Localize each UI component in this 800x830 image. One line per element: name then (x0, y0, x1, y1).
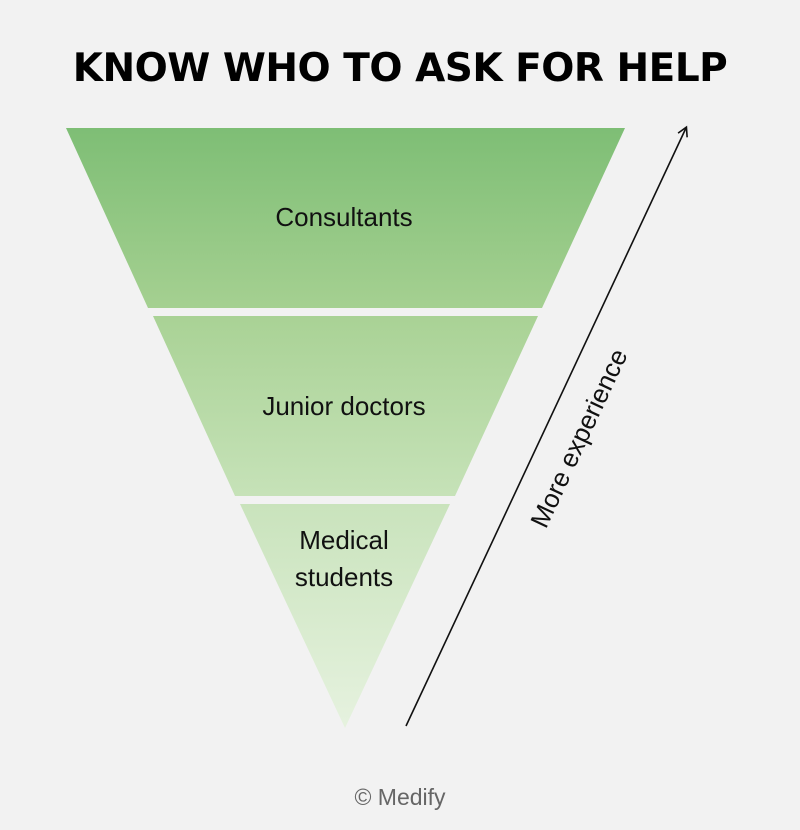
experience-arrow (405, 125, 688, 727)
level-label-medical-students-line2: students (295, 562, 393, 592)
level-label-junior-doctors: Junior doctors (262, 391, 425, 421)
level-consultants (66, 128, 625, 308)
level-label-medical-students-line1: Medical (299, 525, 389, 555)
level-label-consultants: Consultants (275, 202, 412, 232)
copyright-credit: © Medify (354, 784, 446, 810)
level-medical-students (240, 504, 450, 728)
level-junior-doctors (153, 316, 538, 496)
page-title: KNOW WHO TO ASK FOR HELP (72, 46, 728, 91)
